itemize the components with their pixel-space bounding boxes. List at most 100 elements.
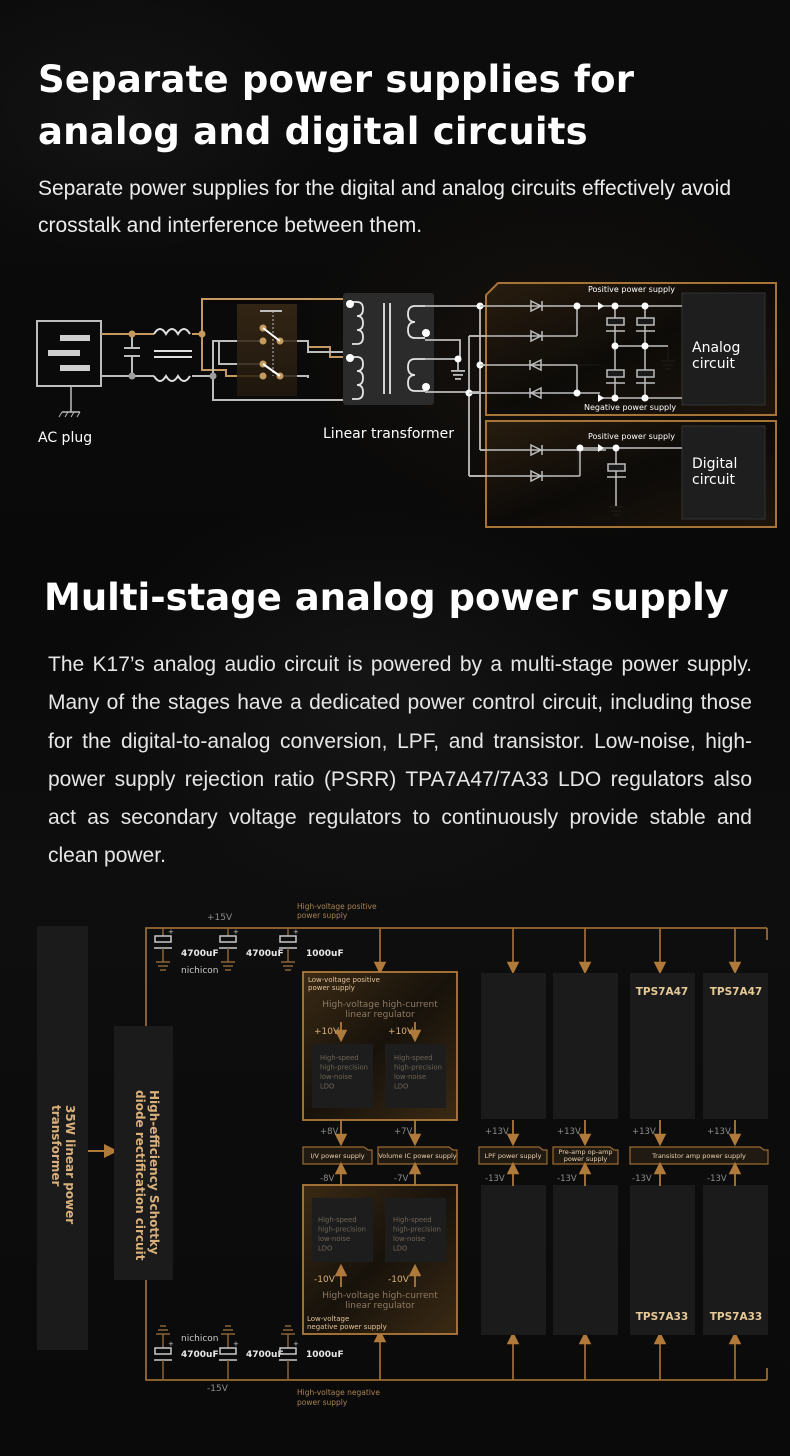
ldo-column-boxes bbox=[481, 973, 768, 1335]
rail-pos-voltage: +8V bbox=[320, 1127, 339, 1137]
rail-pos-voltage: +13V bbox=[557, 1127, 581, 1137]
ldo-text: LDO bbox=[320, 1083, 334, 1091]
rail-supply-box bbox=[302, 1146, 373, 1165]
svg-text:+: + bbox=[168, 1340, 174, 1348]
rectifier-label-1: High-efficiency Schottky bbox=[147, 1090, 161, 1255]
ac-plug-icon bbox=[36, 320, 102, 418]
rail-wires bbox=[145, 927, 768, 1381]
tps-bottom-2: TPS7A33 bbox=[710, 1311, 762, 1323]
hv-regulator-top-1: High-voltage high-current bbox=[322, 1000, 438, 1010]
ac-plug-label: AC plug bbox=[38, 430, 92, 446]
low-voltage-negative-panel: -10V -10V High-voltage high-current line… bbox=[302, 1184, 458, 1335]
capacitor-brand-top: nichicon bbox=[181, 966, 219, 976]
ldo-text: low-noise bbox=[393, 1235, 425, 1243]
rail-neg-voltage: -7V bbox=[394, 1174, 408, 1184]
ldo-text: high-precision bbox=[393, 1226, 441, 1234]
rail-neg-voltage: -8V bbox=[320, 1174, 334, 1184]
capacitor-value: 4700uF bbox=[246, 949, 284, 959]
analog-circuit-label-2: circuit bbox=[692, 356, 735, 372]
ldo-text: High-speed bbox=[320, 1054, 359, 1062]
rail-supply-label: Pre-amp op-amp bbox=[558, 1148, 612, 1156]
plus10v-right: +10V bbox=[388, 1027, 414, 1037]
lv-pos-label-1: Low-voltage positive bbox=[308, 976, 380, 984]
svg-text:+: + bbox=[293, 928, 299, 936]
transformer-label-2: transformer bbox=[49, 1105, 63, 1186]
rail-supply-label: power supply bbox=[564, 1155, 608, 1163]
svg-text:+: + bbox=[233, 1340, 239, 1348]
rail-pos-voltage: +13V bbox=[707, 1127, 731, 1137]
rail-supply-box bbox=[629, 1146, 769, 1165]
rectifier-block bbox=[114, 1026, 173, 1280]
tps-bottom-1: TPS7A33 bbox=[636, 1311, 688, 1323]
hv-regulator-bottom-1: High-voltage high-current bbox=[322, 1291, 438, 1301]
rail-supply-box bbox=[478, 1146, 548, 1165]
rail-supply-label: Transistor amp power supply bbox=[651, 1152, 746, 1160]
transformer-block bbox=[37, 926, 88, 1350]
lv-neg-label-1: Low-voltage bbox=[307, 1315, 349, 1323]
transformer-label-1: 35W linear power bbox=[63, 1105, 77, 1224]
ldo-text: High-speed bbox=[393, 1216, 432, 1224]
section2-title: Multi-stage analog power supply bbox=[44, 576, 729, 619]
linear-transformer-icon bbox=[343, 293, 434, 405]
plus10v-left: +10V bbox=[314, 1027, 340, 1037]
capacitor-value: 1000uF bbox=[306, 949, 344, 959]
digital-circuit-label-1: Digital bbox=[692, 456, 737, 472]
capacitor-value: 4700uF bbox=[246, 1350, 284, 1360]
rail-output-supplies: I/V power supply +8V -8V Volume IC power su… bbox=[302, 1120, 769, 1186]
rail-supply-box bbox=[552, 1146, 619, 1165]
lv-pos-label-2: power supply bbox=[308, 984, 355, 992]
ldo-text: low-noise bbox=[320, 1073, 352, 1081]
ldo-text: LDO bbox=[393, 1245, 407, 1253]
capacitor-value: 1000uF bbox=[306, 1350, 344, 1360]
rail-supply-label: LPF power supply bbox=[485, 1152, 542, 1160]
hv-regulator-top-2: linear regulator bbox=[345, 1010, 415, 1020]
rail-neg-voltage: -13V bbox=[557, 1174, 577, 1184]
hv-regulator-bottom-2: linear regulator bbox=[345, 1301, 415, 1311]
capacitor-value: 4700uF bbox=[181, 949, 219, 959]
choke-icon bbox=[153, 328, 192, 382]
ldo-text: High-speed bbox=[394, 1054, 433, 1062]
analog-negative-label: Negative power supply bbox=[584, 403, 676, 412]
hv-pos-label-2: power supply bbox=[297, 911, 348, 920]
hv-neg-label-2: power supply bbox=[297, 1398, 348, 1407]
tps-top-2: TPS7A47 bbox=[710, 986, 762, 998]
hv-neg-label-1: High-voltage negative bbox=[297, 1388, 380, 1397]
low-voltage-positive-panel: Low-voltage positive power supply High-v… bbox=[302, 971, 458, 1121]
analog-positive-label: Positive power supply bbox=[588, 285, 675, 294]
ldo-text: High-speed bbox=[318, 1216, 357, 1224]
tps-top-1: TPS7A47 bbox=[636, 986, 688, 998]
rail-pos-voltage: +7V bbox=[394, 1127, 413, 1137]
rail-supply-box bbox=[377, 1146, 458, 1165]
section2-description: The K17’s analog audio circuit is powere… bbox=[48, 653, 752, 868]
section1-title: Separate power supplies for analog and d… bbox=[38, 58, 635, 153]
negative-capacitor-bank: +4700uF+4700uF+1000uF bbox=[154, 1325, 344, 1380]
power-separation-diagram: AC plug bbox=[36, 282, 777, 528]
ldo-text: high-precision bbox=[318, 1226, 366, 1234]
panel-junctions bbox=[573, 302, 649, 452]
positive-capacitor-bank: +4700uF+4700uF+1000uF bbox=[154, 928, 344, 971]
ldo-text: LDO bbox=[394, 1083, 408, 1091]
digital-positive-label: Positive power supply bbox=[588, 432, 675, 441]
pos-rail-voltage: +15V bbox=[207, 913, 233, 923]
ldo-text: high-precision bbox=[394, 1064, 442, 1072]
hv-pos-label-1: High-voltage positive bbox=[297, 902, 377, 911]
minus10v-left: -10V bbox=[314, 1275, 336, 1285]
rail-neg-voltage: -13V bbox=[485, 1174, 505, 1184]
analog-supply-panel: Analog circuit Positive power supply Neg… bbox=[485, 282, 777, 416]
rail-supply-label: Volume IC power supply bbox=[378, 1152, 456, 1160]
transformer-label: Linear transformer bbox=[323, 426, 454, 442]
svg-text:+: + bbox=[293, 1340, 299, 1348]
rail-supply-label: I/V power supply bbox=[310, 1152, 364, 1160]
ldo-text: LDO bbox=[318, 1245, 332, 1253]
section1-description: Separate power supplies for the digital … bbox=[38, 177, 732, 237]
rail-neg-voltage: -13V bbox=[632, 1174, 652, 1184]
ldo-text: low-noise bbox=[318, 1235, 350, 1243]
ldo-text: low-noise bbox=[394, 1073, 426, 1081]
svg-text:+: + bbox=[168, 928, 174, 936]
capacitor-brand-bottom: nichicon bbox=[181, 1334, 219, 1344]
rail-pos-voltage: +13V bbox=[485, 1127, 509, 1137]
rectifier-label-2: diode rectification circuit bbox=[133, 1090, 147, 1261]
neg-rail-voltage: -15V bbox=[207, 1384, 229, 1394]
rail-neg-voltage: -13V bbox=[707, 1174, 727, 1184]
